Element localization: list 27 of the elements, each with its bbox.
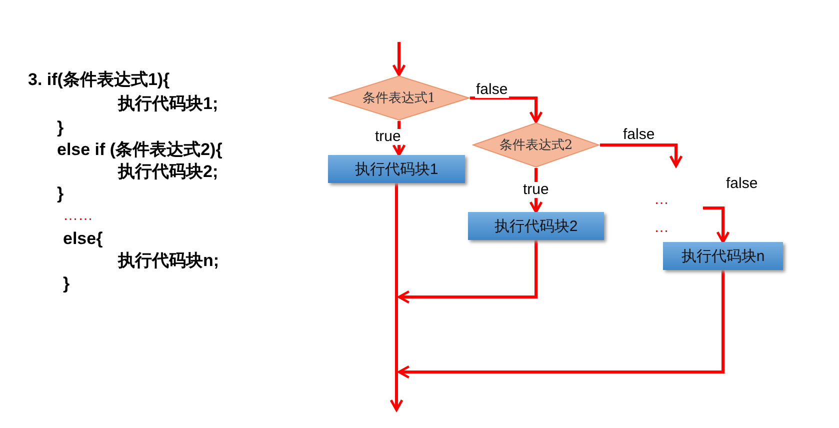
code-line: 执行代码块1;: [118, 94, 218, 114]
code-line: }: [63, 274, 70, 294]
process-box: 执行代码块2: [468, 212, 604, 240]
code-line: }: [57, 118, 64, 138]
process-box: 执行代码块1: [328, 155, 465, 183]
edge-label: true: [374, 129, 402, 145]
arrow: [703, 206, 730, 244]
edge-label: false: [475, 82, 509, 98]
arrow: [390, 183, 404, 412]
ellipsis: ……: [63, 206, 93, 226]
code-line: 执行代码块n;: [118, 251, 220, 271]
process-box: 执行代码块n: [663, 242, 783, 270]
code-line: 执行代码块2;: [118, 162, 218, 182]
decision-diamond: 条件表达式2: [472, 122, 600, 168]
decision-diamond: 条件表达式1: [328, 75, 470, 121]
code-line: }: [57, 184, 64, 204]
ellipsis: …: [654, 190, 669, 210]
arrow: [600, 144, 683, 168]
arrow: [470, 96, 543, 124]
edge-label: true: [522, 182, 550, 198]
arrow: [392, 42, 406, 76]
code-line: 3. if(条件表达式1){: [28, 70, 170, 90]
ellipsis: …: [654, 218, 669, 238]
arrow: [398, 270, 724, 379]
arrow: [398, 240, 538, 304]
code-line: else if (条件表达式2){: [57, 140, 222, 160]
code-line: else{: [63, 229, 103, 249]
